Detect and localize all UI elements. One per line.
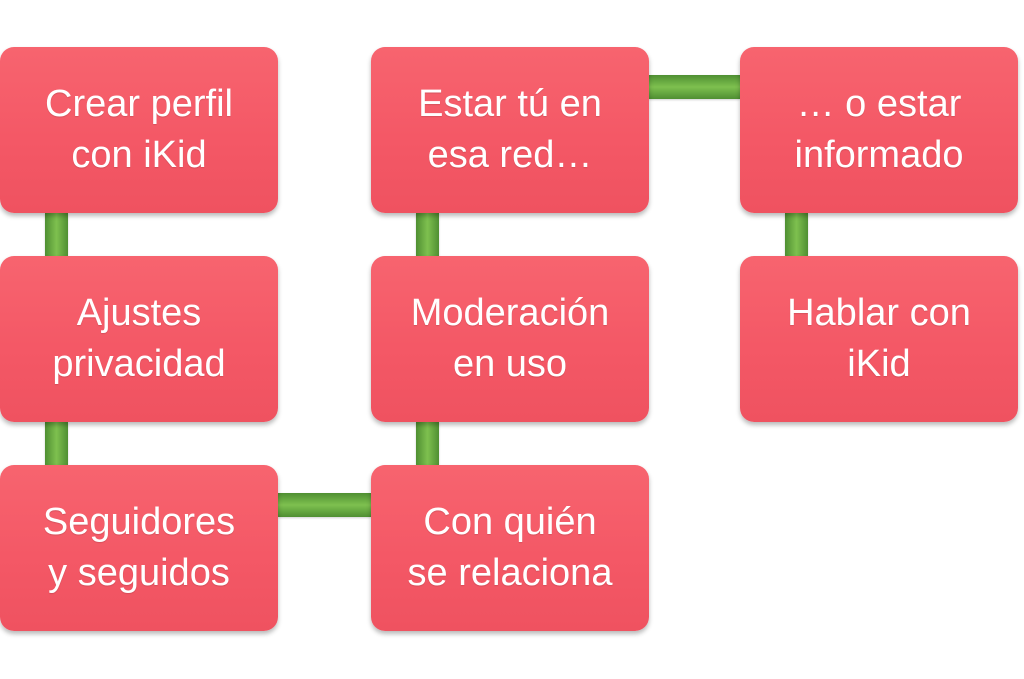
node-label: Estar tú en esa red… — [418, 83, 602, 176]
node-label: Seguidores y seguidos — [42, 501, 236, 594]
node-label: Moderación en uso — [410, 292, 610, 385]
node-crear-perfil: Crear perfil con iKid — [0, 47, 278, 213]
connector-estar-tu-to-informado — [649, 75, 740, 99]
node-hablar-ikid: Hablar con iKid — [740, 256, 1018, 422]
node-label: Con quién se relaciona — [407, 501, 613, 594]
node-estar-informado: … o estar informado — [740, 47, 1018, 213]
node-label: … o estar informado — [794, 83, 964, 176]
node-estar-tu: Estar tú en esa red… — [371, 47, 649, 213]
connector-ajustes-to-seguidores — [45, 422, 68, 465]
connector-informado-to-hablar — [785, 213, 808, 256]
node-con-quien: Con quién se relaciona — [371, 465, 649, 631]
node-moderacion: Moderación en uso — [371, 256, 649, 422]
connector-moderacion-to-estar-tu — [416, 213, 439, 256]
node-label: Hablar con iKid — [787, 292, 971, 385]
node-seguidores: Seguidores y seguidos — [0, 465, 278, 631]
connector-seguidores-to-con-quien — [278, 493, 371, 517]
node-label: Crear perfil con iKid — [45, 83, 233, 176]
node-label: Ajustes privacidad — [52, 292, 226, 385]
connector-crear-perfil-to-ajustes — [45, 213, 68, 256]
node-ajustes-privacidad: Ajustes privacidad — [0, 256, 278, 422]
connector-con-quien-to-moderacion — [416, 422, 439, 465]
